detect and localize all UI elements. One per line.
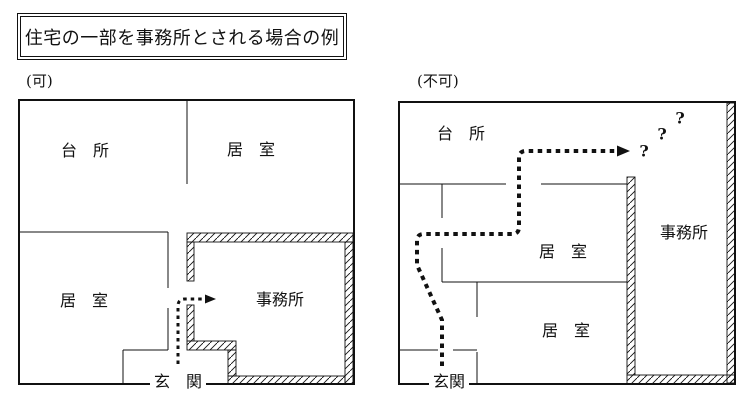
- not-allowed-entrance-label: 玄関: [428, 372, 470, 392]
- not-allowed-plan-office-hatched-wall: [626, 102, 736, 385]
- allowed-living-top-label: 居 室: [226, 139, 276, 159]
- not-allowed-kitchen-label: 台 所: [436, 123, 486, 143]
- allowed-office-label: 事務所: [255, 289, 305, 309]
- question-mark-1: ?: [639, 141, 649, 161]
- page-title: 住宅の一部を事務所とされる場合の例: [24, 27, 340, 49]
- not-allowed-living-lower-label: 居 室: [541, 320, 591, 340]
- not-allowed-living-upper-label: 居 室: [538, 241, 588, 261]
- question-mark-2: ?: [657, 124, 667, 144]
- allowed-plan-caption: (可): [26, 72, 53, 90]
- allowed-entrance-label: 玄 関: [149, 372, 207, 392]
- title-box-inner-border: 住宅の一部を事務所とされる場合の例: [20, 16, 344, 57]
- not-allowed-plan-caption: (不可): [417, 72, 459, 90]
- allowed-living-bottom-label: 居 室: [59, 290, 109, 310]
- question-mark-3: ?: [675, 108, 685, 128]
- allowed-kitchen-label: 台 所: [60, 140, 110, 160]
- allowed-plan-office-hatched-wall: [186, 232, 354, 385]
- not-allowed-office-label: 事務所: [659, 222, 709, 242]
- allowed-plan-route-arrow: [176, 294, 216, 364]
- not-allowed-plan-route-arrow: [415, 145, 630, 366]
- title-box: 住宅の一部を事務所とされる場合の例: [17, 13, 347, 60]
